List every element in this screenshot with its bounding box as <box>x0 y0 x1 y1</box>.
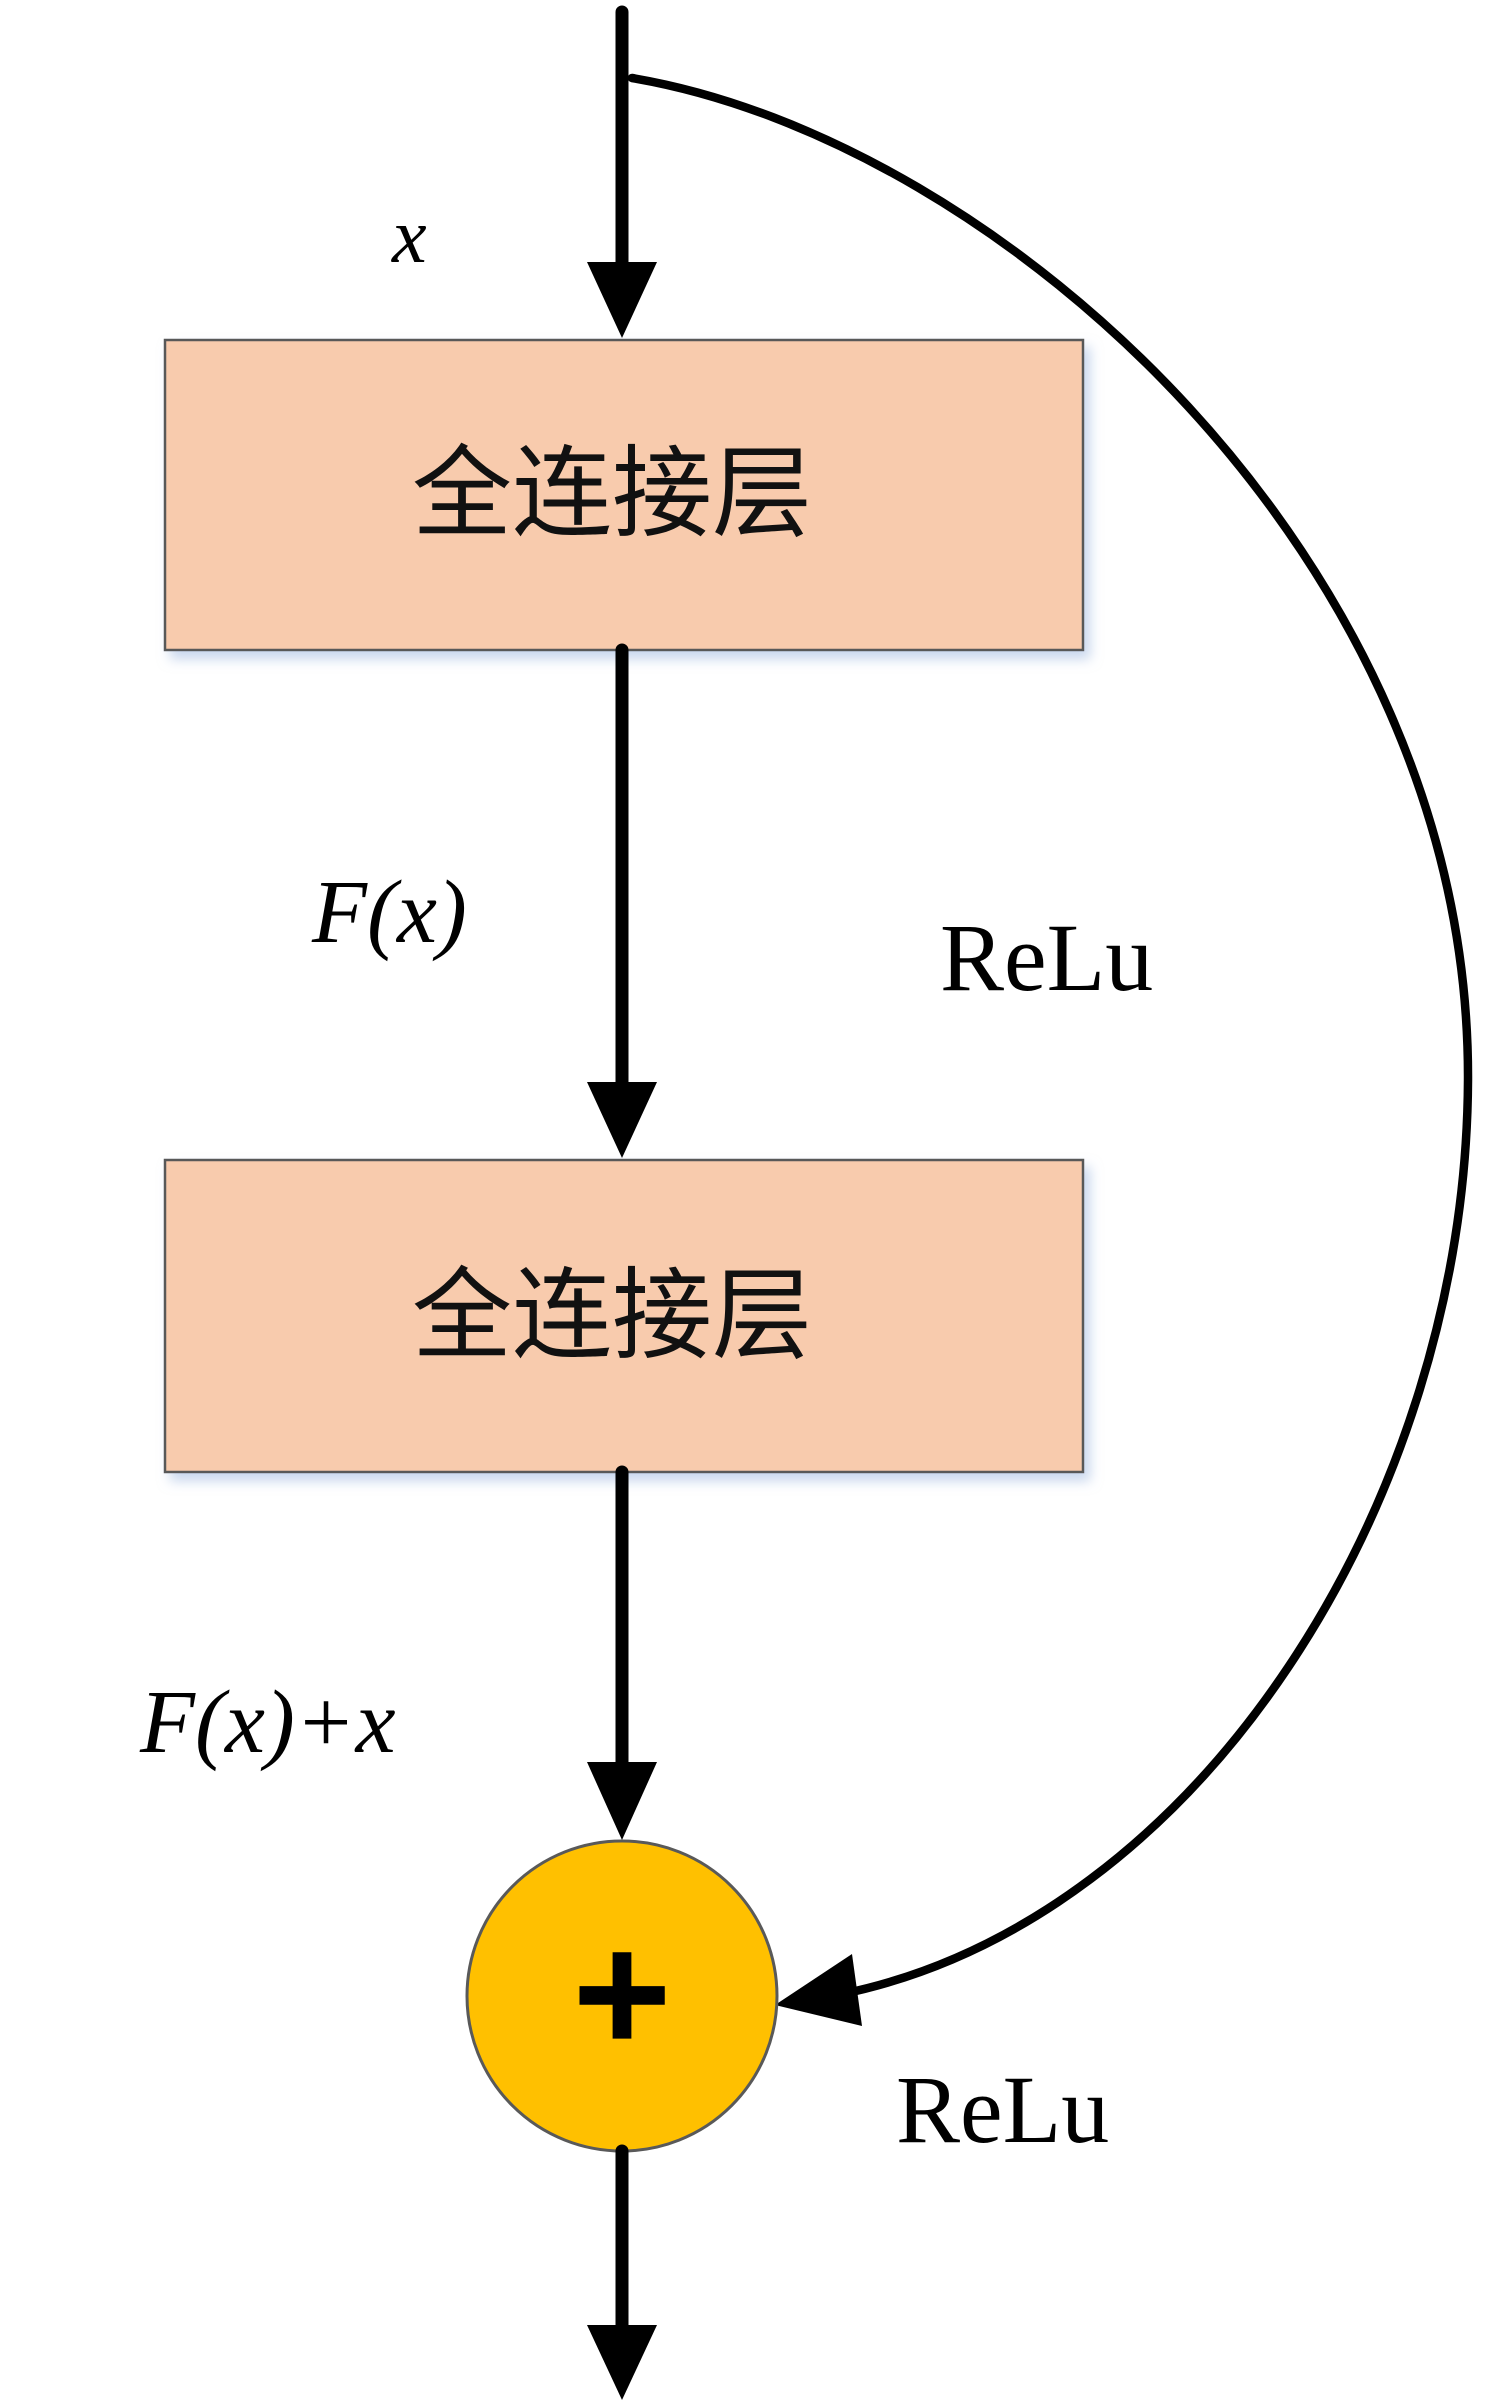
output-relu-label: ReLu <box>896 2056 1109 2163</box>
fully-connected-layer-1: 全连接层 <box>163 338 1085 652</box>
shortcut-connection <box>627 73 1473 2026</box>
layer-2-to-adder-arrow <box>587 1465 657 1840</box>
add-symbol: + <box>572 1899 671 2089</box>
intermediate-label: F(x) <box>311 863 467 962</box>
shortcut-arrowhead <box>775 1954 862 2026</box>
layer-2-label: 全连接层 <box>412 1257 812 1374</box>
shortcut-curve <box>627 73 1473 1999</box>
sum-label: F(x)+x <box>139 1673 396 1772</box>
fully-connected-layer-2: 全连接层 <box>163 1158 1085 1474</box>
output-arrow <box>587 2144 657 2400</box>
layer-2-box <box>163 1158 1085 1474</box>
adder-node: + <box>465 1839 779 2153</box>
layer-1-label: 全连接层 <box>412 435 812 552</box>
layer-1-to-layer-2-arrow <box>587 643 657 1158</box>
input-arrow <box>587 5 657 338</box>
input-label: x <box>391 192 427 279</box>
shortcut-relu-label: ReLu <box>940 904 1153 1011</box>
